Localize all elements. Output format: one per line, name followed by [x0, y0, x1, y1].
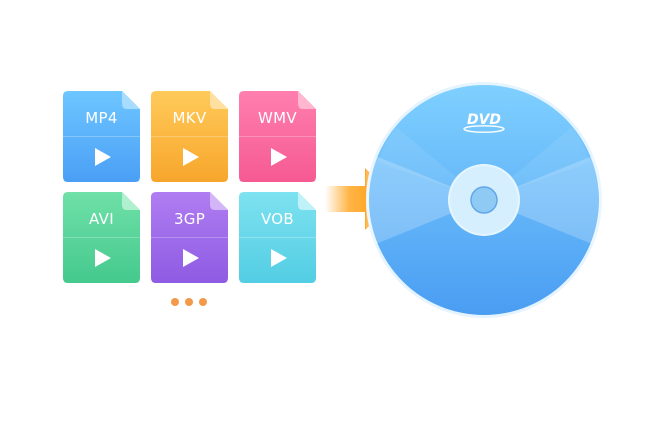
file-card-mp4: MP4 [63, 91, 140, 182]
file-icon [239, 91, 316, 182]
more-formats-dots-icon [171, 298, 207, 306]
play-icon [95, 148, 111, 166]
play-icon [95, 249, 111, 267]
file-format-label: MKV [172, 109, 207, 127]
file-format-label: VOB [261, 210, 294, 228]
play-icon [271, 148, 287, 166]
file-icon [151, 192, 228, 283]
file-format-label: AVI [89, 210, 114, 228]
file-format-label: WMV [258, 109, 297, 127]
file-format-label: MP4 [85, 109, 118, 127]
file-icon [151, 91, 228, 182]
file-card-wmv: WMV [239, 91, 316, 182]
file-format-label: 3GP [173, 210, 206, 228]
file-card-3gp: 3GP [151, 192, 228, 283]
play-icon [271, 249, 287, 267]
file-card-avi: AVI [63, 192, 140, 283]
file-icon [239, 192, 316, 283]
play-icon [183, 148, 199, 166]
play-icon [183, 249, 199, 267]
file-icon [63, 192, 140, 283]
file-card-vob: VOB [239, 192, 316, 283]
dvd-logo-text: DVD [467, 112, 501, 128]
dvd-disc-icon: DVD [366, 82, 602, 318]
file-icon [63, 91, 140, 182]
file-card-mkv: MKV [151, 91, 228, 182]
